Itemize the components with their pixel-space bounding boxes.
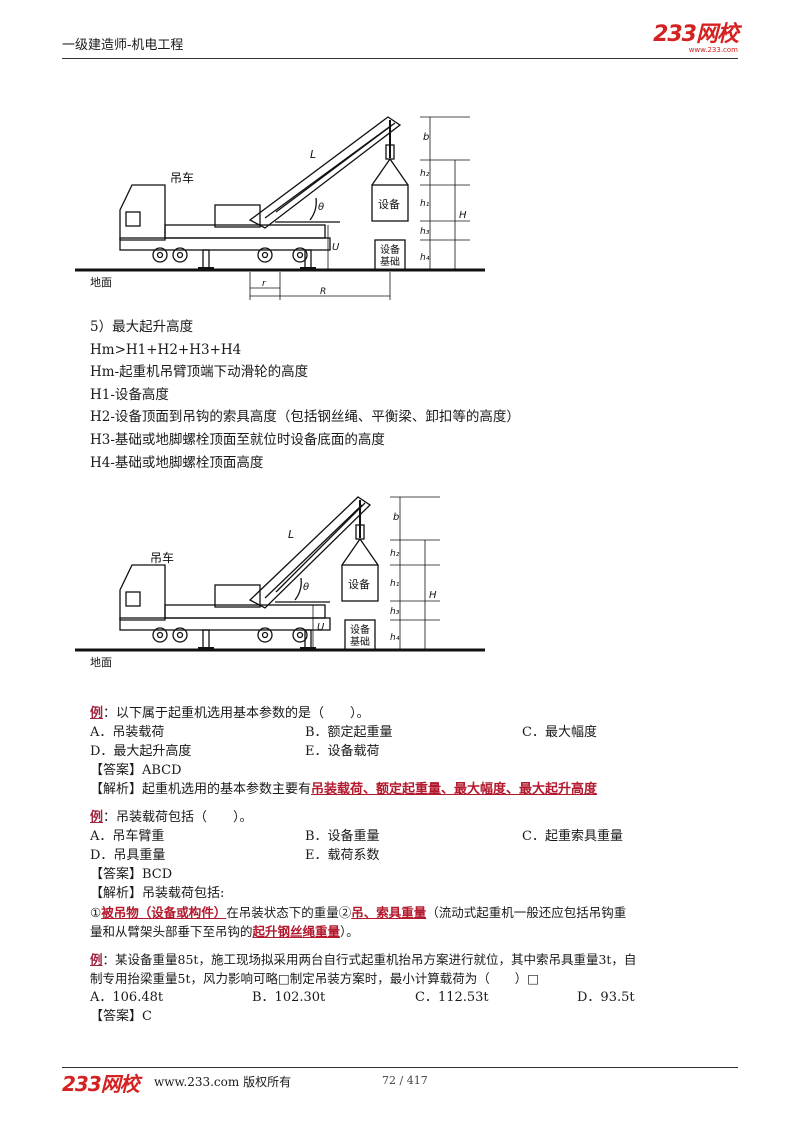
- definition-line-h2: H2-设备顶面到吊钩的索具高度（包括钢丝绳、平衡梁、卸扣等的高度）: [90, 409, 520, 426]
- footer-logo: 233网校: [62, 1072, 140, 1096]
- crane-diagram-svg: 吊车 设备 设备 基础 地面 L b h₂ h₁ h₃ h₄ H U θ: [75, 496, 485, 669]
- header-divider: [62, 58, 738, 59]
- page-number: 72 / 417: [382, 1074, 428, 1087]
- crane-label: 吊车: [170, 170, 194, 185]
- detail-tail: （流动式起重机一般还应包括吊钩重: [426, 905, 627, 920]
- analysis-prefix: 【解析】起重机选用的基本参数主要有: [90, 782, 312, 797]
- H-label: H: [429, 590, 437, 601]
- crane-diagram-1: 吊车 设备 设备 基础 地面 L b h₂ h₁ h₃ h₄ H U r R θ: [70, 100, 490, 300]
- crane-diagram-2: 吊车 设备 设备 基础 地面 L b h₂ h₁ h₃ h₄ H U θ: [70, 480, 490, 680]
- option-d: D．93.5t: [577, 990, 635, 1005]
- theta-label: θ: [318, 202, 324, 213]
- example-question-3: 例：某设备重量85t，施工现场拟采用两台自行式起重机抬吊方案进行就位，其中索吊具…: [90, 950, 750, 1026]
- definition-line-h3: H3-基础或地脚螺栓顶面至就位时设备底面的高度: [90, 431, 385, 448]
- option-c: C．最大幅度: [522, 725, 597, 740]
- footer-divider: [62, 1067, 738, 1068]
- crane-diagram-svg: 吊车 设备 设备 基础 地面 L b h₂ h₁ h₃ h₄ H U r R θ: [75, 116, 485, 300]
- theta-label: θ: [303, 582, 309, 593]
- ground-label: 地面: [90, 276, 112, 289]
- b-label: b: [423, 132, 429, 143]
- page-footer: 233网校 www.233.com 版权所有 72 / 417: [62, 1070, 738, 1096]
- option-a: A．106.48t: [90, 990, 164, 1005]
- analysis-line: 【解析】吊装载荷包括:: [90, 886, 225, 901]
- U-label: U: [317, 622, 325, 633]
- question-stem: ：吊装载荷包括（ ）。: [103, 810, 253, 825]
- definition-line-h1: H1-设备高度: [90, 386, 169, 403]
- foundation-label-1: 设备: [350, 623, 370, 636]
- example-label: 例: [90, 810, 104, 825]
- foundation-label-2: 基础: [350, 635, 370, 648]
- answer-line: 【答案】BCD: [90, 867, 173, 882]
- option-b: B．设备重量: [305, 829, 380, 844]
- logo-url: www.233.com: [688, 46, 738, 54]
- foundation-label-1: 设备: [380, 243, 400, 256]
- option-b: B．额定起重量: [305, 725, 393, 740]
- section-body: 5）最大起升高度 Hm>H1+H2+H3+H4 Hm-起重机吊臂顶端下动滑轮的高…: [90, 316, 520, 474]
- option-b: B．102.30t: [252, 990, 326, 1005]
- boom-length-label: L: [288, 528, 294, 541]
- h1-label: h₁: [390, 579, 400, 589]
- question-stem-line-1: ：某设备重量85t，施工现场拟采用两台自行式起重机抬吊方案进行就位，其中索吊具重…: [102, 952, 637, 967]
- r-label: r: [262, 279, 267, 289]
- example-question-1: 例：以下属于起重机选用基本参数的是（ ）。 A．吊装载荷 B．额定起重量 C．最…: [90, 704, 750, 799]
- equipment-label: 设备: [378, 197, 400, 211]
- header-title: 一级建造师-机电工程: [62, 38, 184, 53]
- logo-text: 233网校: [653, 22, 739, 47]
- question-stem: ：以下属于起重机选用基本参数的是（ ）。: [103, 706, 370, 721]
- detail-middle: 在吊装状态下的重量②: [226, 905, 352, 920]
- crane-label: 吊车: [150, 550, 174, 565]
- circled-number-1: ①: [90, 905, 102, 920]
- U-label: U: [332, 242, 340, 253]
- answer-line: 【答案】ABCD: [90, 763, 182, 778]
- option-e: E．载荷系数: [305, 848, 380, 863]
- boom-length-label: L: [310, 148, 316, 161]
- h2-label: h₂: [390, 549, 400, 559]
- analysis-highlight: 吊装载荷、额定起重量、最大幅度、最大起升高度: [311, 782, 598, 797]
- h4-label: h₄: [390, 633, 400, 643]
- option-c: C．起重索具重量: [522, 829, 623, 844]
- formula-line: Hm>H1+H2+H3+H4: [90, 341, 242, 358]
- analysis-detail-1: ①被吊物（设备或构件）在吊装状态下的重量②吊、索具重量（流动式起重机一般还应包括…: [90, 903, 750, 922]
- option-d: D．吊具重量: [90, 848, 166, 863]
- h4-label: h₄: [420, 253, 430, 263]
- example-label: 例: [90, 952, 103, 967]
- definition-line-h4: H4-基础或地脚螺栓顶面高度: [90, 454, 264, 471]
- analysis-detail-2: 量和从臂架头部垂下至吊钩的起升钢丝绳重量）。: [90, 922, 750, 941]
- b-label: b: [393, 512, 399, 523]
- option-a: A．吊车臂重: [90, 829, 165, 844]
- detail-line2-start: 量和从臂架头部垂下至吊钩的: [90, 924, 253, 939]
- ground-label: 地面: [90, 656, 112, 669]
- H-label: H: [459, 210, 467, 221]
- definition-line-hm: Hm-起重机吊臂顶端下动滑轮的高度: [90, 364, 309, 381]
- option-d: D．最大起升高度: [90, 744, 192, 759]
- option-c: C．112.53t: [415, 990, 489, 1005]
- example-label: 例: [90, 706, 104, 721]
- h3-label: h₃: [420, 227, 430, 237]
- highlight-rigging-weight: 吊、索具重量: [351, 905, 427, 920]
- R-label: R: [320, 287, 326, 297]
- example-question-2: 例：吊装载荷包括（ ）。 A．吊车臂重 B．设备重量 C．起重索具重量 D．吊具…: [90, 808, 750, 941]
- brand-logo: 233网校 www.233.com: [653, 22, 739, 54]
- h1-label: h₁: [420, 199, 430, 209]
- copyright-text: www.233.com 版权所有: [154, 1075, 292, 1089]
- detail-line2-end: ）。: [340, 924, 359, 939]
- h3-label: h₃: [390, 607, 400, 617]
- option-a: A．吊装载荷: [90, 725, 165, 740]
- option-e: E．设备载荷: [305, 744, 380, 759]
- h2-label: h₂: [420, 169, 430, 179]
- foundation-label-2: 基础: [380, 255, 400, 268]
- page-header: 一级建造师-机电工程 233网校 www.233.com: [62, 24, 739, 60]
- highlight-load-object: 被吊物（设备或构件）: [101, 905, 227, 920]
- answer-line: 【答案】C: [90, 1009, 152, 1024]
- section-heading: 5）最大起升高度: [90, 319, 194, 335]
- highlight-hoist-rope-weight: 起升钢丝绳重量: [252, 924, 341, 939]
- question-stem-line-2: 制专用抬梁重量5t，风力影响可略□制定吊装方案时，最小计算载荷为（ ）□: [90, 971, 540, 986]
- equipment-label: 设备: [348, 577, 370, 591]
